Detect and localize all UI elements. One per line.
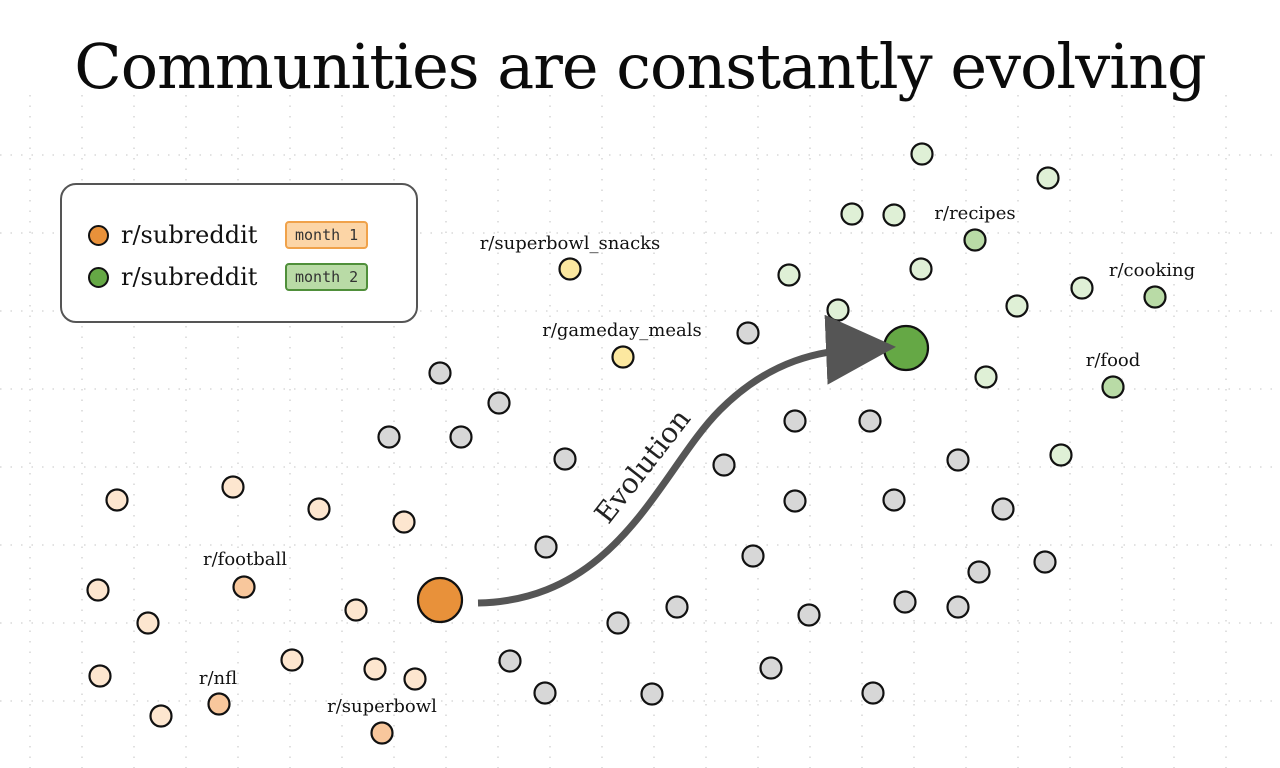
unrelated-node	[946, 595, 970, 619]
label-superbowl-snacks: r/superbowl_snacks	[480, 233, 661, 254]
unrelated-node	[449, 425, 473, 449]
unrelated-node	[534, 535, 558, 559]
unrelated-node	[991, 497, 1015, 521]
legend-row-month1: r/subreddit month 1	[88, 219, 369, 251]
month1-node	[363, 657, 387, 681]
month2-labeled-node	[1101, 375, 1125, 399]
legend-box: r/subreddit month 1 r/subreddit month 2	[60, 183, 418, 323]
unrelated-node	[783, 489, 807, 513]
evolution-arrow	[477, 314, 896, 607]
month2-node	[826, 298, 850, 322]
unrelated-node	[946, 448, 970, 472]
month2-node	[974, 365, 998, 389]
unrelated-node	[428, 361, 452, 385]
unrelated-node	[882, 488, 906, 512]
label-food: r/food	[1086, 350, 1141, 371]
transition-node	[558, 257, 582, 281]
unrelated-node	[498, 649, 522, 673]
unrelated-node	[797, 603, 821, 627]
target-community-node	[882, 324, 930, 372]
unrelated-node	[783, 409, 807, 433]
month2-node	[1005, 294, 1029, 318]
label-cooking: r/cooking	[1109, 260, 1195, 281]
source-community-node	[416, 576, 464, 624]
unrelated-node	[553, 447, 577, 471]
unrelated-node	[967, 560, 991, 584]
month1-node	[221, 475, 245, 499]
label-recipes: r/recipes	[934, 203, 1015, 224]
month2-node	[1070, 276, 1094, 300]
unrelated-node	[736, 321, 760, 345]
unrelated-node	[640, 682, 664, 706]
month2-node	[1036, 166, 1060, 190]
month1-node	[88, 664, 112, 688]
unrelated-node	[893, 590, 917, 614]
month2-labeled-node	[963, 228, 987, 252]
month2-labeled-node	[1143, 285, 1167, 309]
transition-node	[611, 345, 635, 369]
unrelated-node	[712, 453, 736, 477]
month1-node	[280, 648, 304, 672]
month2-node	[909, 257, 933, 281]
month2-node	[910, 142, 934, 166]
unrelated-node	[759, 656, 783, 680]
month1-node	[105, 488, 129, 512]
legend-badge-month2: month 2	[285, 263, 369, 291]
unrelated-node	[858, 409, 882, 433]
unrelated-node	[533, 681, 557, 705]
label-football: r/football	[203, 549, 287, 570]
unrelated-node	[741, 544, 765, 568]
label-gameday-meals: r/gameday_meals	[542, 320, 702, 341]
month2-node	[840, 202, 864, 226]
month2-node	[882, 203, 906, 227]
node-layer	[86, 142, 1167, 745]
unrelated-node	[487, 391, 511, 415]
unrelated-node	[665, 595, 689, 619]
legend-badge-month1: month 1	[285, 221, 369, 249]
month1-node	[136, 611, 160, 635]
unrelated-node	[1033, 550, 1057, 574]
label-nfl: r/nfl	[199, 668, 237, 689]
month1-node	[86, 578, 110, 602]
unrelated-node	[606, 611, 630, 635]
unrelated-node	[861, 681, 885, 705]
legend-name-month2: r/subreddit	[121, 263, 258, 291]
unrelated-node	[377, 425, 401, 449]
month1-node	[344, 598, 368, 622]
month1-node	[149, 704, 173, 728]
month2-node	[777, 263, 801, 287]
page-title: Communities are constantly evolving	[74, 30, 1206, 103]
month1-labeled-node	[370, 721, 394, 745]
legend-dot-month1	[88, 224, 109, 246]
legend-row-month2: r/subreddit month 2	[88, 261, 369, 293]
legend-dot-month2	[88, 266, 109, 288]
label-layer: r/football r/nfl r/superbowl r/superbowl…	[199, 203, 1195, 717]
month1-node	[307, 497, 331, 521]
month1-node	[403, 667, 427, 691]
month1-labeled-node	[232, 575, 256, 599]
month1-node	[392, 510, 416, 534]
legend-name-month1: r/subreddit	[121, 221, 258, 249]
label-superbowl: r/superbowl	[327, 696, 437, 717]
month1-labeled-node	[207, 692, 231, 716]
month2-node	[1049, 443, 1073, 467]
